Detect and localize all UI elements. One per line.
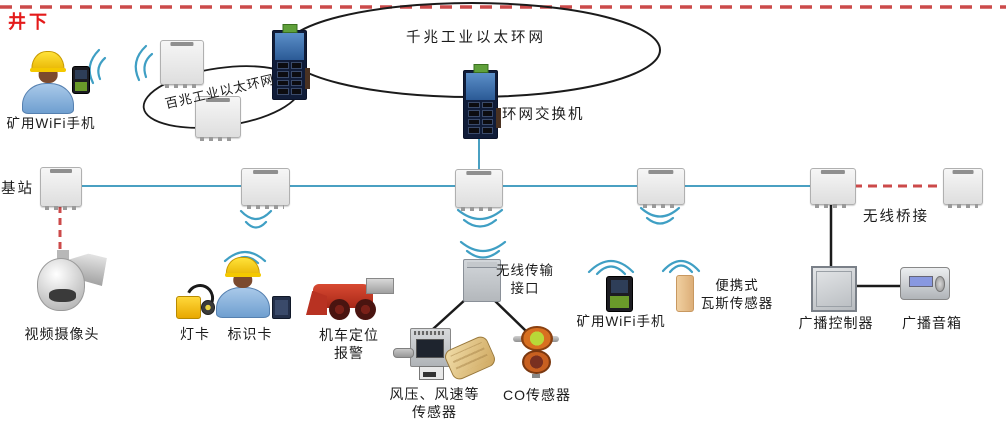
speaker-unit-icon bbox=[900, 267, 950, 300]
lamp-card-label: 灯卡 bbox=[180, 326, 210, 342]
sensor-links bbox=[432, 298, 527, 332]
base-station-icon bbox=[637, 168, 685, 208]
wifi-waves-phone-right-up bbox=[587, 259, 635, 276]
base-station-icon bbox=[40, 167, 82, 210]
video-camera-label: 视频摄像头 bbox=[24, 326, 100, 342]
id-card-label: 标识卡 bbox=[227, 326, 273, 342]
wifi-waves-station4-down bbox=[639, 206, 681, 225]
wifi-waves-station3-down bbox=[456, 208, 507, 259]
wifi-waves-gas-sensor-up bbox=[661, 259, 701, 274]
mine-loader-icon bbox=[306, 278, 394, 320]
power-connector bbox=[282, 24, 297, 33]
access-point-box-icon bbox=[195, 96, 241, 141]
access-point-box-icon bbox=[160, 40, 204, 88]
wifi-phone-right-label: 矿用WiFi手机 bbox=[576, 314, 666, 329]
miner-figure-icon bbox=[216, 256, 270, 318]
ring-switch-icon bbox=[463, 64, 501, 139]
base-station-icon bbox=[943, 168, 983, 208]
miner-figure-icon bbox=[22, 50, 74, 114]
camera-lens bbox=[48, 289, 77, 302]
cap-lamp-icon bbox=[176, 280, 219, 319]
wifi-handset-right-icon bbox=[606, 276, 633, 312]
zone-label: 井下 bbox=[8, 12, 50, 32]
wifi-handset-left-icon bbox=[72, 66, 90, 94]
locomotive-alarm-label: 机车定位 报警 bbox=[319, 327, 379, 362]
wifi-phone-left-label: 矿用WiFi手机 bbox=[6, 116, 96, 131]
wifi-waves-station2-down bbox=[239, 209, 273, 229]
portable-gas-sensor-icon bbox=[676, 275, 694, 312]
locator-tag bbox=[365, 278, 394, 295]
power-connector bbox=[473, 64, 488, 73]
id-card-icon bbox=[272, 296, 291, 319]
base-station-label: 基站 bbox=[1, 181, 34, 197]
backbone-blue-lines bbox=[80, 136, 810, 187]
wireless-interface-label: 无线传输 接口 bbox=[496, 263, 554, 296]
broadcast-links bbox=[829, 202, 901, 288]
co-sensor-label: CO传感器 bbox=[503, 387, 571, 403]
controller-box-icon bbox=[811, 266, 857, 312]
gigabit-ring-label: 千兆工业以太环网 bbox=[406, 30, 546, 46]
speaker-knob bbox=[934, 276, 946, 292]
ring-switch-label: 环网交换机 bbox=[502, 107, 585, 123]
wireless-bridge-label: 无线桥接 bbox=[863, 209, 929, 225]
ethernet-ports bbox=[277, 62, 302, 95]
co-sensor-icon bbox=[513, 325, 559, 378]
dome-camera-icon bbox=[33, 250, 105, 320]
speaker-display bbox=[908, 276, 933, 287]
wind-sensors-label: 风压、风速等 传感器 bbox=[389, 386, 480, 421]
wind-pressure-sensor-icon bbox=[393, 328, 451, 380]
wifi-waves-phone-left bbox=[88, 44, 154, 85]
portable-gas-sensor-label: 便携式 瓦斯传感器 bbox=[700, 278, 774, 311]
sensor-display bbox=[416, 339, 444, 359]
base-station-icon bbox=[241, 168, 290, 209]
base-station-icon bbox=[810, 168, 856, 208]
junction-box-icon bbox=[463, 259, 501, 302]
industrial-switch-icon bbox=[272, 24, 310, 100]
broadcast-controller-label: 广播控制器 bbox=[798, 315, 874, 331]
base-station-icon bbox=[455, 169, 503, 211]
broadcast-speaker-label: 广播音箱 bbox=[902, 315, 962, 331]
ethernet-ports bbox=[468, 101, 493, 134]
